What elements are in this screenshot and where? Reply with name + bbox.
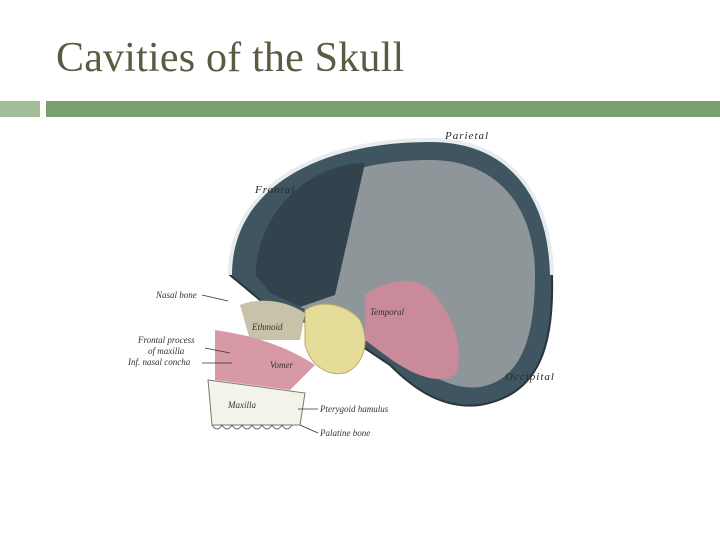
sphenoid-bone — [304, 303, 366, 375]
label-pterygoid-hamulus: Pterygoid hamulus — [319, 404, 389, 414]
label-ethmoid: Ethmoid — [251, 322, 283, 332]
slide-title: Cavities of the Skull — [56, 35, 405, 81]
ethmoid-bone — [240, 300, 305, 340]
leader-frontal-process — [204, 347, 231, 354]
label-vomer: Vomer — [270, 360, 293, 370]
label-temporal: Temporal — [370, 307, 405, 317]
title-rule — [46, 101, 720, 117]
temporal-bone — [365, 280, 459, 380]
skull-sagittal-illustration: Parietal Frontal Nasal bone Ethmoid Temp… — [120, 125, 580, 445]
label-nasal-bone: Nasal bone — [155, 290, 197, 300]
frontal-bone — [255, 163, 365, 307]
title-rule-accent — [0, 101, 40, 117]
label-palatine-bone: Palatine bone — [319, 428, 370, 438]
label-maxilla: Maxilla — [227, 400, 256, 410]
label-frontal-process: Frontal process — [137, 335, 195, 345]
label-parietal: Parietal — [444, 130, 489, 142]
label-of-maxilla: of maxilla — [148, 346, 185, 356]
label-inf-nasal-concha: Inf. nasal concha — [127, 357, 191, 367]
label-frontal: Frontal — [254, 184, 295, 196]
leader-palatine-bone — [299, 424, 319, 434]
skull-drawing: Parietal Frontal Nasal bone Ethmoid Temp… — [127, 130, 555, 438]
vomer-bone — [215, 330, 315, 390]
label-occipital: Occipital — [505, 371, 555, 383]
leader-nasal-bone — [201, 294, 229, 302]
